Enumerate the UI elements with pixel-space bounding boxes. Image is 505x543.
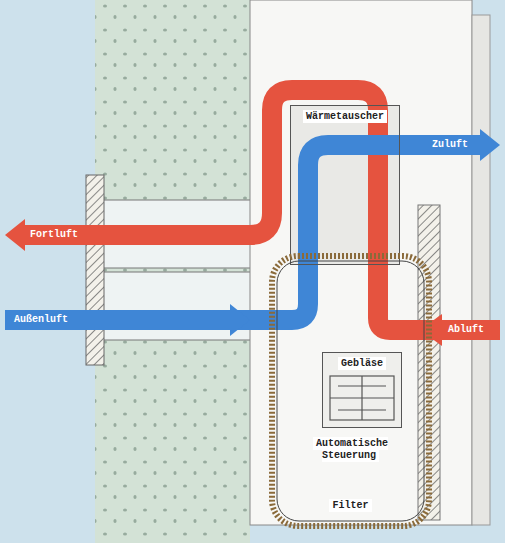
part-label: Gebläse: [323, 358, 401, 370]
heat-exchanger-box: Wärmetauscher: [290, 105, 400, 265]
filter-housing: Automatische SteuerungFilter Gebläse: [268, 252, 433, 530]
housing-outline: [268, 252, 433, 530]
part-label: Filter: [290, 500, 411, 512]
fan-box: Gebläse: [322, 352, 402, 428]
part-label: Wärmetauscher: [291, 111, 399, 123]
outdoor-air-label: Außenluft: [14, 314, 68, 326]
extract-air-label: Abluft: [448, 324, 484, 336]
supply-air-label: Zuluft: [432, 139, 468, 151]
exhaust-air-label: Fortluft: [30, 229, 78, 241]
part-label: Automatische Steuerung: [290, 438, 411, 462]
